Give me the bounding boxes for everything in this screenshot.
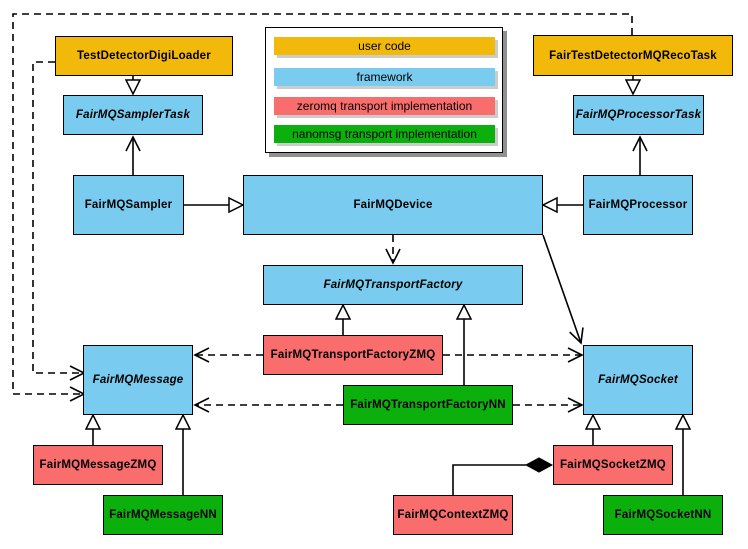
node-fairmqdevice: FairMQDevice <box>243 175 543 235</box>
node-fairmqsocketzmq: FairMQSocketZMQ <box>553 445 673 485</box>
node-fairmqtransportfactory: FairMQTransportFactory <box>263 265 523 305</box>
legend-item-nanomsg: nanomsg transport implementation <box>274 125 495 143</box>
node-fairmqmessage: FairMQMessage <box>83 345 193 415</box>
node-fairmqsocket: FairMQSocket <box>583 345 693 415</box>
node-fairmqtransportfactoryzmq: FairMQTransportFactoryZMQ <box>263 335 443 375</box>
legend-label-nanomsg: nanomsg transport implementation <box>292 127 477 141</box>
edge-sampler-inherits-device <box>184 196 245 214</box>
edge-socketzmq-composes-contextzmq <box>452 457 554 495</box>
legend-item-zeromq: zeromq transport implementation <box>274 97 495 115</box>
legend-item-framework: framework <box>274 68 495 86</box>
edge-messagezmq-inherits-message <box>84 413 102 445</box>
edge-recotask-inherits-processortask <box>624 75 642 96</box>
legend-label-user-code: user code <box>358 39 411 53</box>
edge-factoryzmq-inherits-factory <box>334 303 352 335</box>
legend-box: user code framework zeromq transport imp… <box>265 27 503 153</box>
node-fairmqsamplertask: FairMQSamplerTask <box>63 95 203 135</box>
edge-digiloader-inherits-samplertask <box>124 75 142 96</box>
edge-socketnn-inherits-socket <box>674 413 692 495</box>
node-fairmqprocessor: FairMQProcessor <box>583 175 693 235</box>
edge-factorynn-inherits-factory <box>455 303 473 385</box>
legend-item-user-code: user code <box>274 37 495 55</box>
legend-label-zeromq: zeromq transport implementation <box>296 99 473 113</box>
edge-messagenn-inherits-message <box>174 413 192 495</box>
edge-recotask-depends-message <box>12 13 633 402</box>
node-fairmqcontextzmq: FairMQContextZMQ <box>393 495 513 535</box>
node-fairtestdetectormqrecotask: FairTestDetectorMQRecoTask <box>533 35 733 76</box>
node-fairmqsocketnn: FairMQSocketNN <box>603 495 723 535</box>
edge-device-uses-socket <box>542 234 584 345</box>
node-fairmqsampler: FairMQSampler <box>73 175 184 235</box>
node-fairmqmessagenn: FairMQMessageNN <box>103 495 223 535</box>
node-fairmqprocessortask: FairMQProcessorTask <box>573 95 704 135</box>
node-testdetectordigiloader: TestDetectorDigiLoader <box>55 36 233 76</box>
node-fairmqmessagezmq: FairMQMessageZMQ <box>33 445 163 485</box>
node-fairmqtransportfactorynn: FairMQTransportFactoryNN <box>343 385 513 425</box>
legend-label-framework: framework <box>356 70 413 84</box>
edge-processor-inherits-device <box>541 196 583 214</box>
edge-socketzmq-inherits-socket <box>584 413 602 445</box>
